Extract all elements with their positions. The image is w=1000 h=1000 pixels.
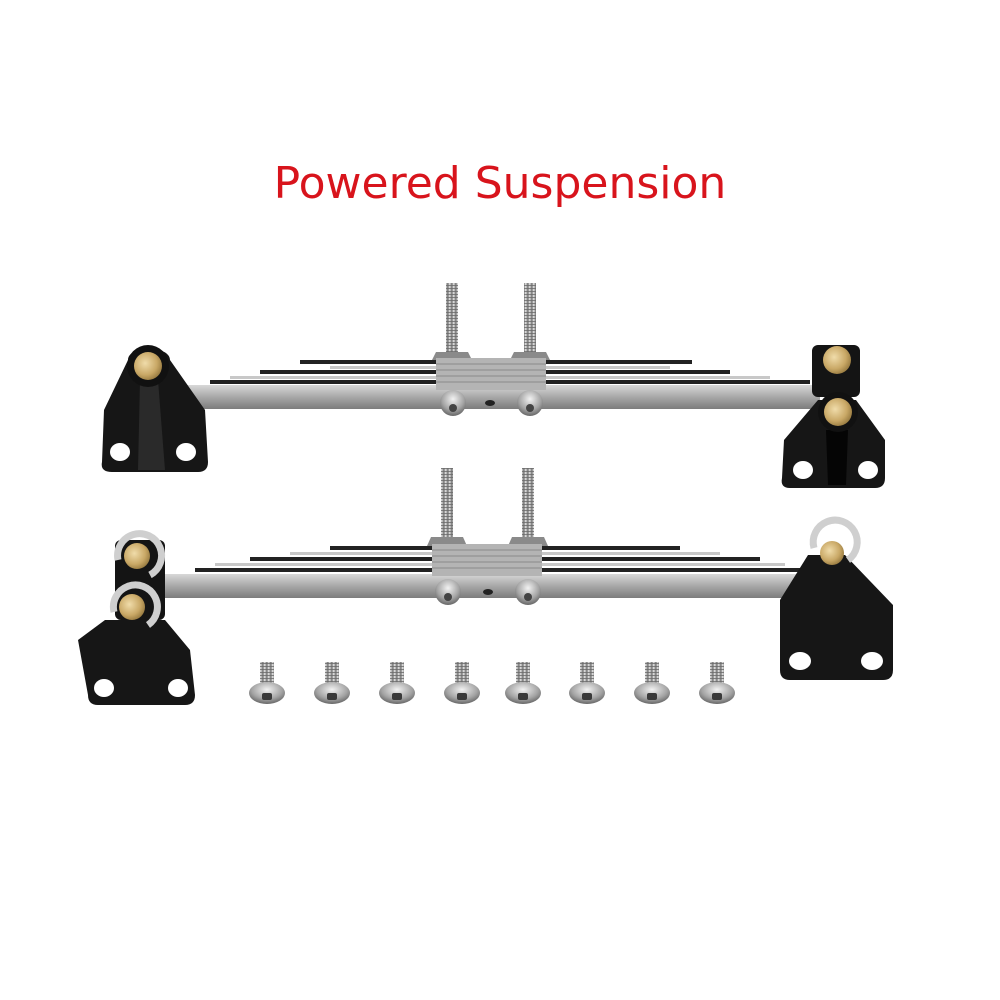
upper-leaf-spring-assembly: [101, 283, 885, 488]
spring-clamp: [436, 358, 546, 390]
clamp-bolt-head: [435, 579, 461, 605]
screw: [634, 662, 670, 704]
screw: [249, 662, 285, 704]
center-pin-hole: [483, 589, 493, 595]
center-pin-hole: [485, 400, 495, 406]
right-hanger-bracket: [780, 516, 893, 680]
screw: [569, 662, 605, 704]
left-hanger-bracket: [101, 345, 208, 472]
brass-pivot-pin: [824, 398, 852, 426]
u-bolt-left: [432, 283, 472, 360]
brass-pivot-pin: [119, 594, 145, 620]
u-bolt-left: [427, 468, 467, 546]
u-bolt-right: [508, 468, 548, 546]
clamp-bolt-head: [440, 390, 466, 416]
brass-pivot-pin: [823, 346, 851, 374]
left-hanger-bracket: [78, 530, 195, 705]
screw: [505, 662, 541, 704]
clamp-bolt-head: [515, 579, 541, 605]
spring-clamp: [432, 544, 542, 576]
u-bolt-right: [510, 283, 550, 360]
screw: [314, 662, 350, 704]
lower-leaf-spring-assembly: [78, 468, 893, 705]
product-title: Powered Suspension: [273, 158, 727, 209]
clamp-bolt-head: [517, 390, 543, 416]
main-leaf: [165, 574, 805, 598]
brass-pivot-pin: [820, 541, 844, 565]
screw: [379, 662, 415, 704]
brass-pivot-pin: [124, 543, 150, 569]
screw-set: [249, 662, 735, 704]
right-hanger-bracket: [781, 345, 885, 488]
screw: [699, 662, 735, 704]
screw: [444, 662, 480, 704]
brass-pivot-pin: [134, 352, 162, 380]
